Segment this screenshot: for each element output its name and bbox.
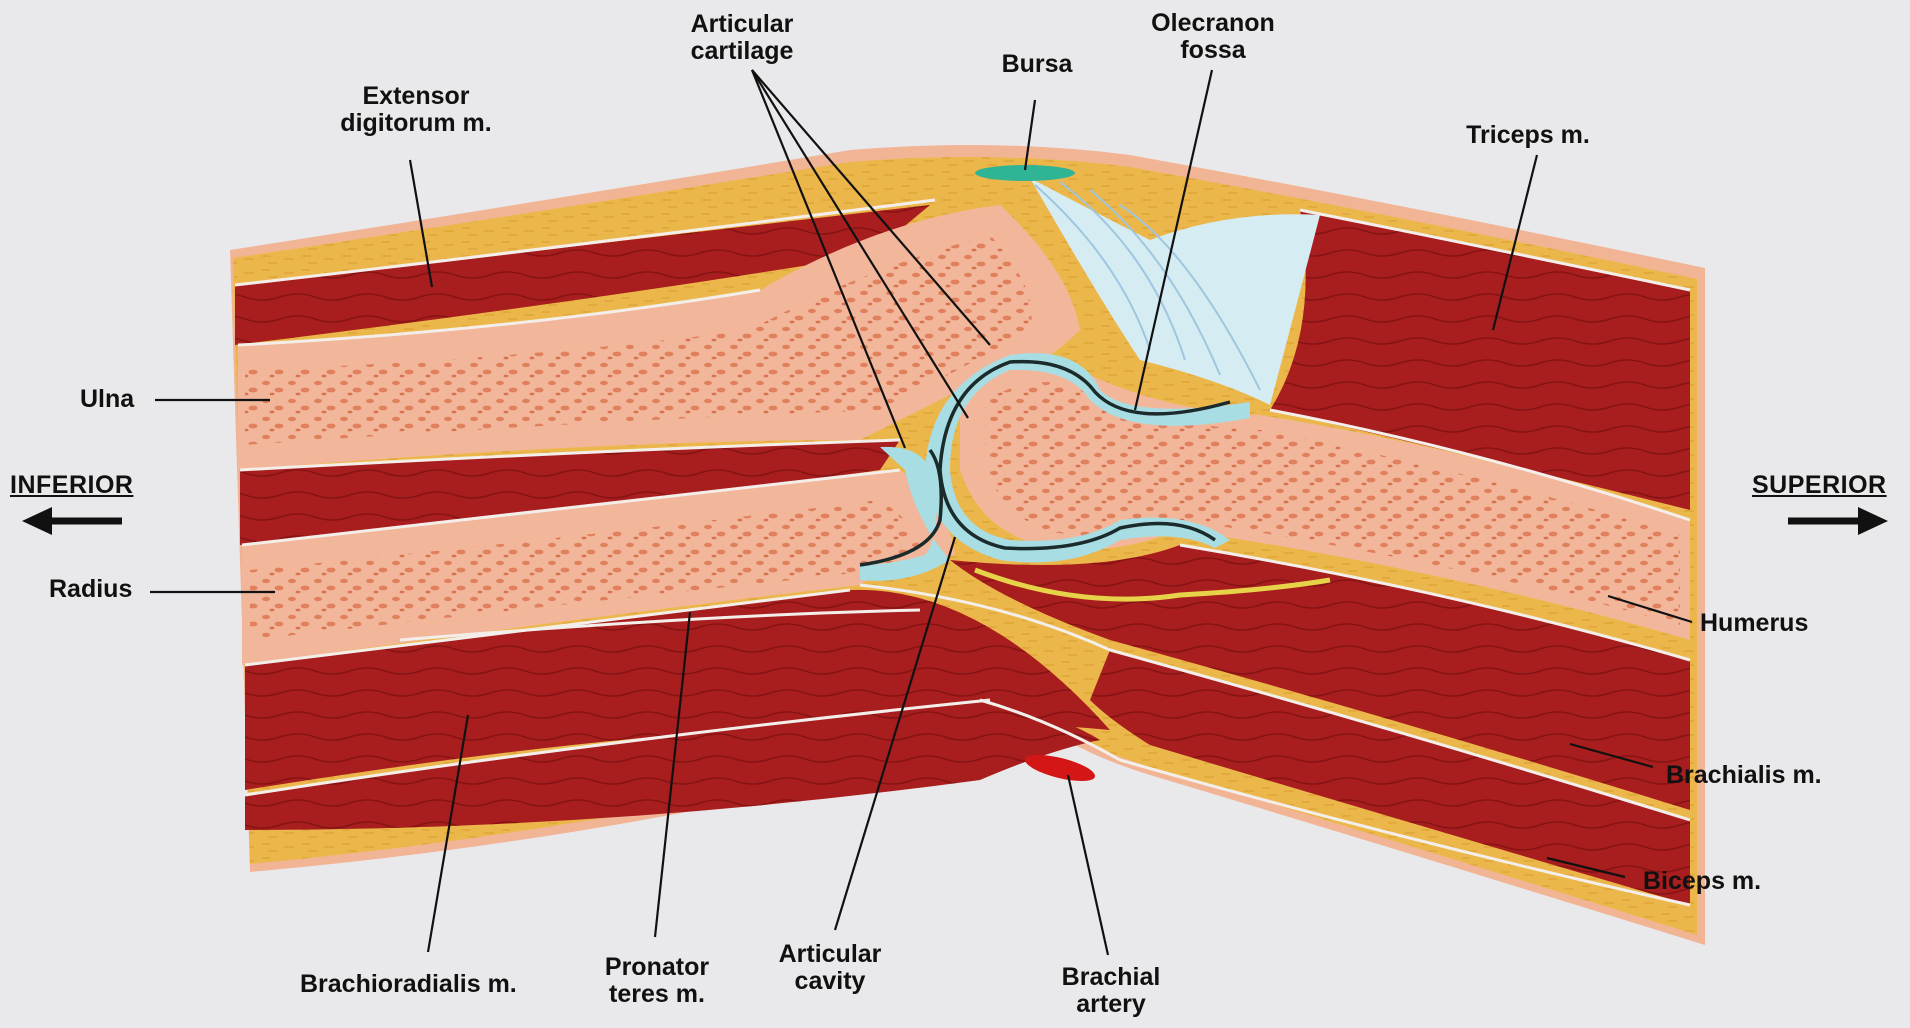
- label-bursa: Bursa: [1002, 51, 1073, 78]
- label-brachial-artery: Brachial artery: [1062, 964, 1161, 1018]
- label-brachioradialis: Brachioradialis m.: [300, 971, 517, 998]
- superior-arrow-icon: [1788, 507, 1888, 535]
- label-biceps: Biceps m.: [1643, 868, 1761, 895]
- label-humerus: Humerus: [1700, 610, 1808, 637]
- label-superior: SUPERIOR: [1752, 472, 1887, 499]
- label-articular-cartilage: Articular cartilage: [691, 11, 794, 65]
- label-ulna: Ulna: [80, 386, 134, 413]
- label-radius: Radius: [49, 576, 132, 603]
- label-olecranon-fossa: Olecranon fossa: [1151, 10, 1275, 64]
- inferior-arrow-icon: [22, 507, 122, 535]
- label-articular-cavity: Articular cavity: [779, 941, 882, 995]
- label-extensor-digitorum: Extensor digitorum m.: [340, 83, 491, 137]
- label-inferior: INFERIOR: [10, 472, 133, 499]
- label-triceps: Triceps m.: [1466, 122, 1590, 149]
- label-pronator-teres: Pronator teres m.: [605, 954, 709, 1008]
- label-brachialis: Brachialis m.: [1666, 762, 1822, 789]
